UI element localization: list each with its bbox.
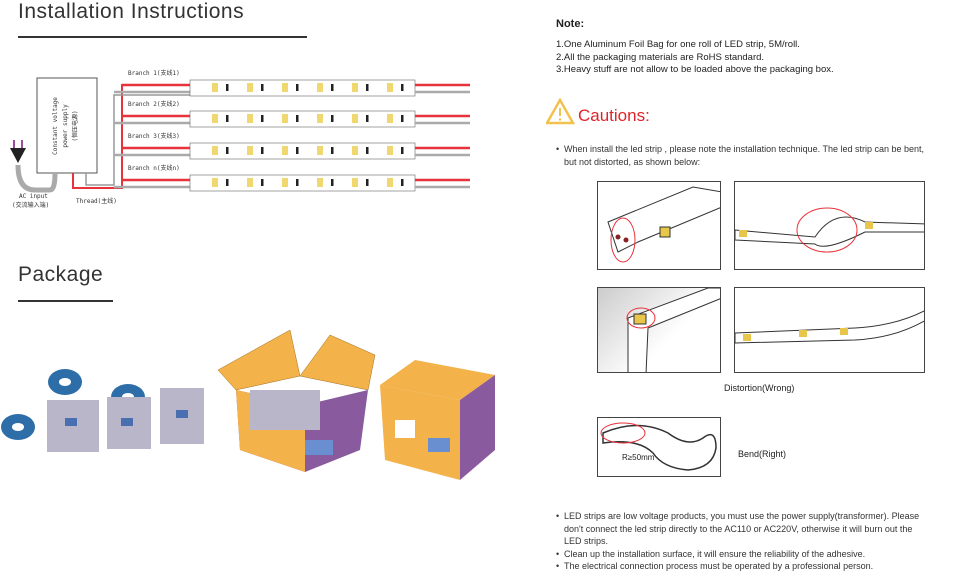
thread-label: Thread(主线) (76, 197, 117, 205)
caution-bullet: •Clean up the installation surface, it w… (556, 548, 866, 559)
ac-cable (15, 164, 58, 193)
warning-icon (546, 98, 576, 125)
ps-label-1: Constant voltage (52, 97, 59, 155)
distortion-image-2 (734, 181, 925, 270)
branch-label: Branch 2(支线2) (128, 100, 180, 108)
title-underline (18, 36, 307, 38)
branch-label: Branch n(支线n) (128, 164, 180, 172)
radius-label: R≥50mm (622, 453, 655, 462)
cautions-intro: •When install the led strip , please not… (556, 143, 953, 168)
reel-icon (1, 414, 35, 440)
reel-icon (48, 369, 82, 395)
closed-box (380, 360, 495, 480)
note-item: 2.All the packaging materials are RoHS s… (556, 51, 765, 63)
led-strip (189, 142, 416, 160)
caution-bullets: •LED strips are low voltage products, yo… (556, 510, 953, 573)
plug-icon (10, 148, 26, 163)
note-list: 1.One Aluminum Foil Bag for one roll of … (556, 39, 834, 77)
distortion-image-4 (734, 287, 925, 373)
branch-label: Branch 1(支线1) (128, 69, 180, 77)
bend-label: Bend(Right) (738, 449, 787, 459)
package-title: Package (18, 263, 104, 286)
installation-title: Installation Instructions (18, 0, 245, 23)
open-box (217, 330, 376, 472)
intro-line: but not distorted, as shown below: (564, 156, 701, 167)
led-strip (189, 79, 416, 97)
wiring-diagram: Constant voltage power supply (恒压电源) AC … (10, 69, 470, 209)
package-underline (18, 300, 113, 302)
distortion-image-1 (597, 181, 721, 270)
caution-bullet: •The electrical connection process must … (556, 561, 874, 571)
led-strip (189, 110, 416, 128)
power-supply-box (36, 77, 98, 174)
intro-line: When install the led strip , please note… (564, 144, 925, 154)
note-item: 1.One Aluminum Foil Bag for one roll of … (556, 39, 800, 50)
caution-bullet: •LED strips are low voltage products, yo… (556, 511, 920, 521)
caution-bullet-line: LED strips. (564, 536, 609, 546)
ac-input-label: AC input (19, 193, 48, 200)
distortion-label: Distortion(Wrong) (724, 383, 795, 393)
led-strip (189, 174, 416, 192)
ps-label-3: (恒压电源) (71, 110, 79, 141)
note-item: 3.Heavy stuff are not allow to be loaded… (556, 64, 834, 75)
ac-input-cn-label: (交流输入端) (12, 201, 49, 209)
distortion-image-3 (597, 287, 721, 373)
ps-label-2: power supply (62, 104, 69, 148)
bend-image: R≥50mm (597, 417, 721, 477)
package-illustration (1, 330, 495, 480)
caution-bullet-line: don't connect the led strip directly to … (564, 523, 913, 534)
note-title: Note: (556, 18, 585, 30)
cautions-title: Cautions: (578, 106, 650, 125)
branch-label: Branch 3(支线3) (128, 132, 180, 140)
